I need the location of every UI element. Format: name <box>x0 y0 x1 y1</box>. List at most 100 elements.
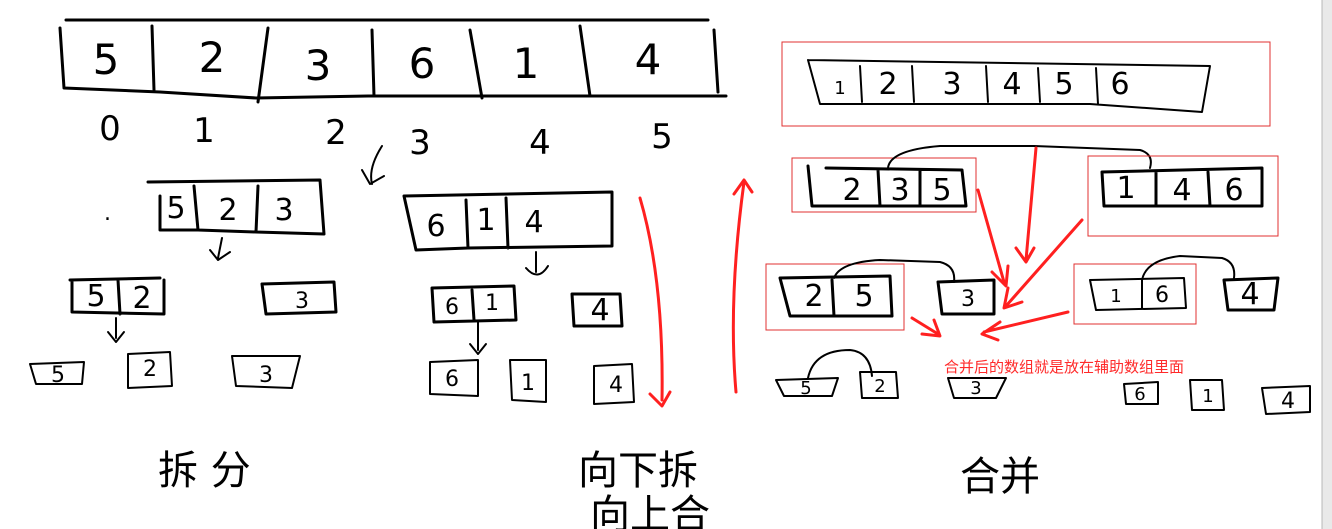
merge-arrow-4 <box>910 316 942 338</box>
merge-l3-box-4 <box>1261 385 1311 415</box>
merge-result-outline <box>807 59 1211 113</box>
merge-l3-cell-3: 3 <box>970 378 981 399</box>
split-l2-cell-4: 4 <box>590 293 609 328</box>
split-l1-right-cell-2: 4 <box>524 205 543 240</box>
original-index-3: 3 <box>409 123 431 163</box>
merge-label: 合并 <box>960 454 1040 500</box>
up-arrow <box>731 178 754 394</box>
split-l1-right-arrow <box>525 251 549 276</box>
split-l2-arrow-left <box>107 317 125 343</box>
split-l3-box-5 <box>29 361 85 385</box>
merge-result: 1 2 3 4 5 6 <box>781 41 1271 127</box>
merge-result-cell-4: 5 <box>1054 67 1073 102</box>
merge-l2-cell-1: 1 <box>1110 286 1121 307</box>
merge-result-cell-2: 3 <box>942 67 961 102</box>
split-l3-box-3 <box>231 355 301 389</box>
merge-l1-right-cell-2: 6 <box>1224 173 1243 208</box>
split-l1-left-cell-0: 5 <box>166 191 185 226</box>
merge-l3-cell-2: 2 <box>874 376 885 397</box>
split-l3-cell-2: 2 <box>143 357 157 382</box>
split-l3-cell-5: 5 <box>51 363 65 388</box>
merge-l1-connector <box>887 145 1152 169</box>
original-cell-1: 2 <box>199 33 226 82</box>
merge-l1-right-highlight <box>1087 155 1279 237</box>
merge-l3-box-5 <box>775 377 839 397</box>
merge-l1-right-outline <box>1100 166 1264 208</box>
merge-level3: 5 2 3 6 1 4 <box>775 349 1311 415</box>
merge-l3-cell-5: 5 <box>800 378 811 399</box>
merge-result-cell-1: 2 <box>878 67 897 102</box>
merge-l2-box-16 <box>1089 277 1187 311</box>
split-l3-box-6 <box>429 359 479 397</box>
merge-level1-left: 2 3 5 <box>791 157 977 213</box>
split-l2-cell-2: 2 <box>132 281 151 316</box>
merge-l3-connector <box>807 349 873 379</box>
original-index-4: 4 <box>529 123 551 163</box>
split-l2-cell-6: 6 <box>445 295 459 320</box>
merge-l1-left-cell-0: 2 <box>842 173 861 208</box>
merge-l2-cell-6: 6 <box>1155 283 1169 308</box>
merge-result-cell-0: 1 <box>834 78 845 99</box>
split-l1-left-cell-2: 3 <box>274 193 293 228</box>
merge-l1-left-highlight <box>791 157 977 213</box>
original-cell-4: 1 <box>513 39 540 88</box>
merge-l2-box-3 <box>936 278 996 316</box>
merge-l2-cell-2: 2 <box>804 279 823 314</box>
split-level2: 5 2 3 6 1 4 <box>68 276 624 328</box>
split-l2-box-4 <box>570 292 624 328</box>
split-l2-box-52 <box>68 276 166 316</box>
split-l2-cell-1: 1 <box>485 291 499 316</box>
split-l2-cell-3: 3 <box>295 289 309 314</box>
merge-l2-box-4 <box>1222 276 1280 312</box>
merge-l2-right-highlight <box>1073 263 1197 325</box>
split-l3-cell-4: 4 <box>609 373 623 398</box>
merge-result-highlight <box>781 41 1271 127</box>
original-array-dividers <box>150 24 592 104</box>
merge-l3-cell-1: 1 <box>1202 386 1213 407</box>
split-l1-left-arrow <box>209 237 231 261</box>
original-index-0: 0 <box>99 109 121 149</box>
window-edge <box>1322 0 1332 529</box>
original-index-5: 5 <box>651 117 673 157</box>
merge-arrow-3 <box>1002 218 1084 310</box>
split-l3-box-4 <box>593 363 635 405</box>
merge-l2-box-25 <box>778 274 894 318</box>
split-level3: 5 2 3 6 1 4 <box>29 351 635 405</box>
merge-l2-cell-3: 3 <box>961 287 975 312</box>
merge-l3-cell-4: 4 <box>1281 389 1295 414</box>
merge-l3-box-2 <box>859 371 899 399</box>
merge-l2-cell-4: 4 <box>1240 277 1259 312</box>
merge-arrow-2 <box>1014 146 1038 264</box>
split-l3-cell-1: 1 <box>521 371 535 396</box>
merge-l2-connector-left <box>833 259 956 283</box>
original-cell-2: 3 <box>305 41 332 90</box>
split-level1-right: 6 1 4 <box>402 190 614 252</box>
merge-l3-box-3 <box>947 377 1007 399</box>
merge-result-cell-5: 6 <box>1110 67 1129 102</box>
merge-arrow-1 <box>976 188 1010 288</box>
original-cell-5: 4 <box>635 35 662 84</box>
original-array-outline <box>58 18 728 100</box>
merge-result-cell-3: 4 <box>1002 67 1021 102</box>
merge-level2: 2 5 3 1 6 4 <box>765 255 1280 331</box>
split-l3-box-2 <box>127 351 173 389</box>
split-l2-arrow-right <box>469 321 487 355</box>
up-label: 向上合 <box>590 492 710 529</box>
merge-l2-cell-5: 5 <box>854 279 873 314</box>
merge-l2-left-highlight <box>765 263 905 331</box>
merge-l3-box-6 <box>1123 381 1159 405</box>
split-l2-cell-5: 5 <box>86 279 105 314</box>
down-arrow <box>638 196 672 408</box>
split-l2-box-61 <box>430 284 518 324</box>
merge-l1-right-cell-0: 1 <box>1116 171 1135 206</box>
split-arrow <box>361 145 385 185</box>
merge-l1-right-cell-1: 4 <box>1172 173 1191 208</box>
split-l3-cell-6: 6 <box>445 367 459 392</box>
merge-level1-right: 1 4 6 <box>1087 155 1279 237</box>
split-l1-right-outline <box>402 190 614 252</box>
merge-arrow-5 <box>980 310 1070 342</box>
split-l1-right-cell-1: 1 <box>476 203 495 238</box>
merge-l3-cell-6: 6 <box>1134 384 1145 405</box>
merge-note: 合并后的数组就是放在辅助数组里面 <box>944 358 1184 376</box>
